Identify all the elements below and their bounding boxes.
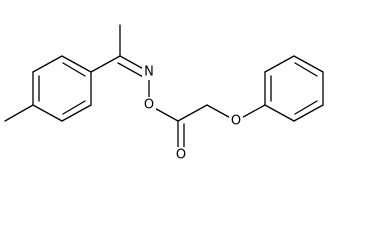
atom-o-ether: O	[229, 113, 243, 129]
atom-label-o-oxime: O	[144, 98, 154, 113]
atom-o-carbonyl: O	[174, 147, 188, 163]
bond-ring2-f	[264, 104, 295, 122]
chemical-structure-diagram: N O O O	[4, 24, 324, 163]
bond-methyl-ring	[4, 104, 34, 122]
bond-ring1-e	[61, 104, 92, 122]
bond-ring1-f	[32, 104, 63, 122]
atom-label-o-ether: O	[231, 114, 241, 129]
bond-carbonyl-ch2	[177, 104, 208, 122]
bond-c-n-double-2	[117, 62, 146, 79]
atom-o-oxime: O	[142, 97, 156, 113]
bond-ring-imine-carbon	[90, 55, 121, 73]
atom-labels: N O O O	[142, 64, 243, 163]
atom-label-n: N	[144, 65, 154, 80]
bond-ring1-b	[32, 55, 63, 73]
bond-ring1-c-inner	[62, 62, 86, 77]
bond-ring2-c	[293, 55, 324, 73]
bond-ring2-b	[264, 55, 295, 73]
bond-ring1-e-inner	[62, 100, 86, 115]
atom-label-o-carbonyl: O	[176, 148, 186, 163]
atom-n-imine: N	[142, 64, 156, 80]
bond-ring2-e	[293, 104, 324, 122]
bond-ring2-e-inner	[294, 100, 318, 115]
bond-ring2-c-inner	[294, 62, 318, 77]
bond-ring1-c	[61, 55, 92, 73]
bonds	[4, 24, 324, 153]
